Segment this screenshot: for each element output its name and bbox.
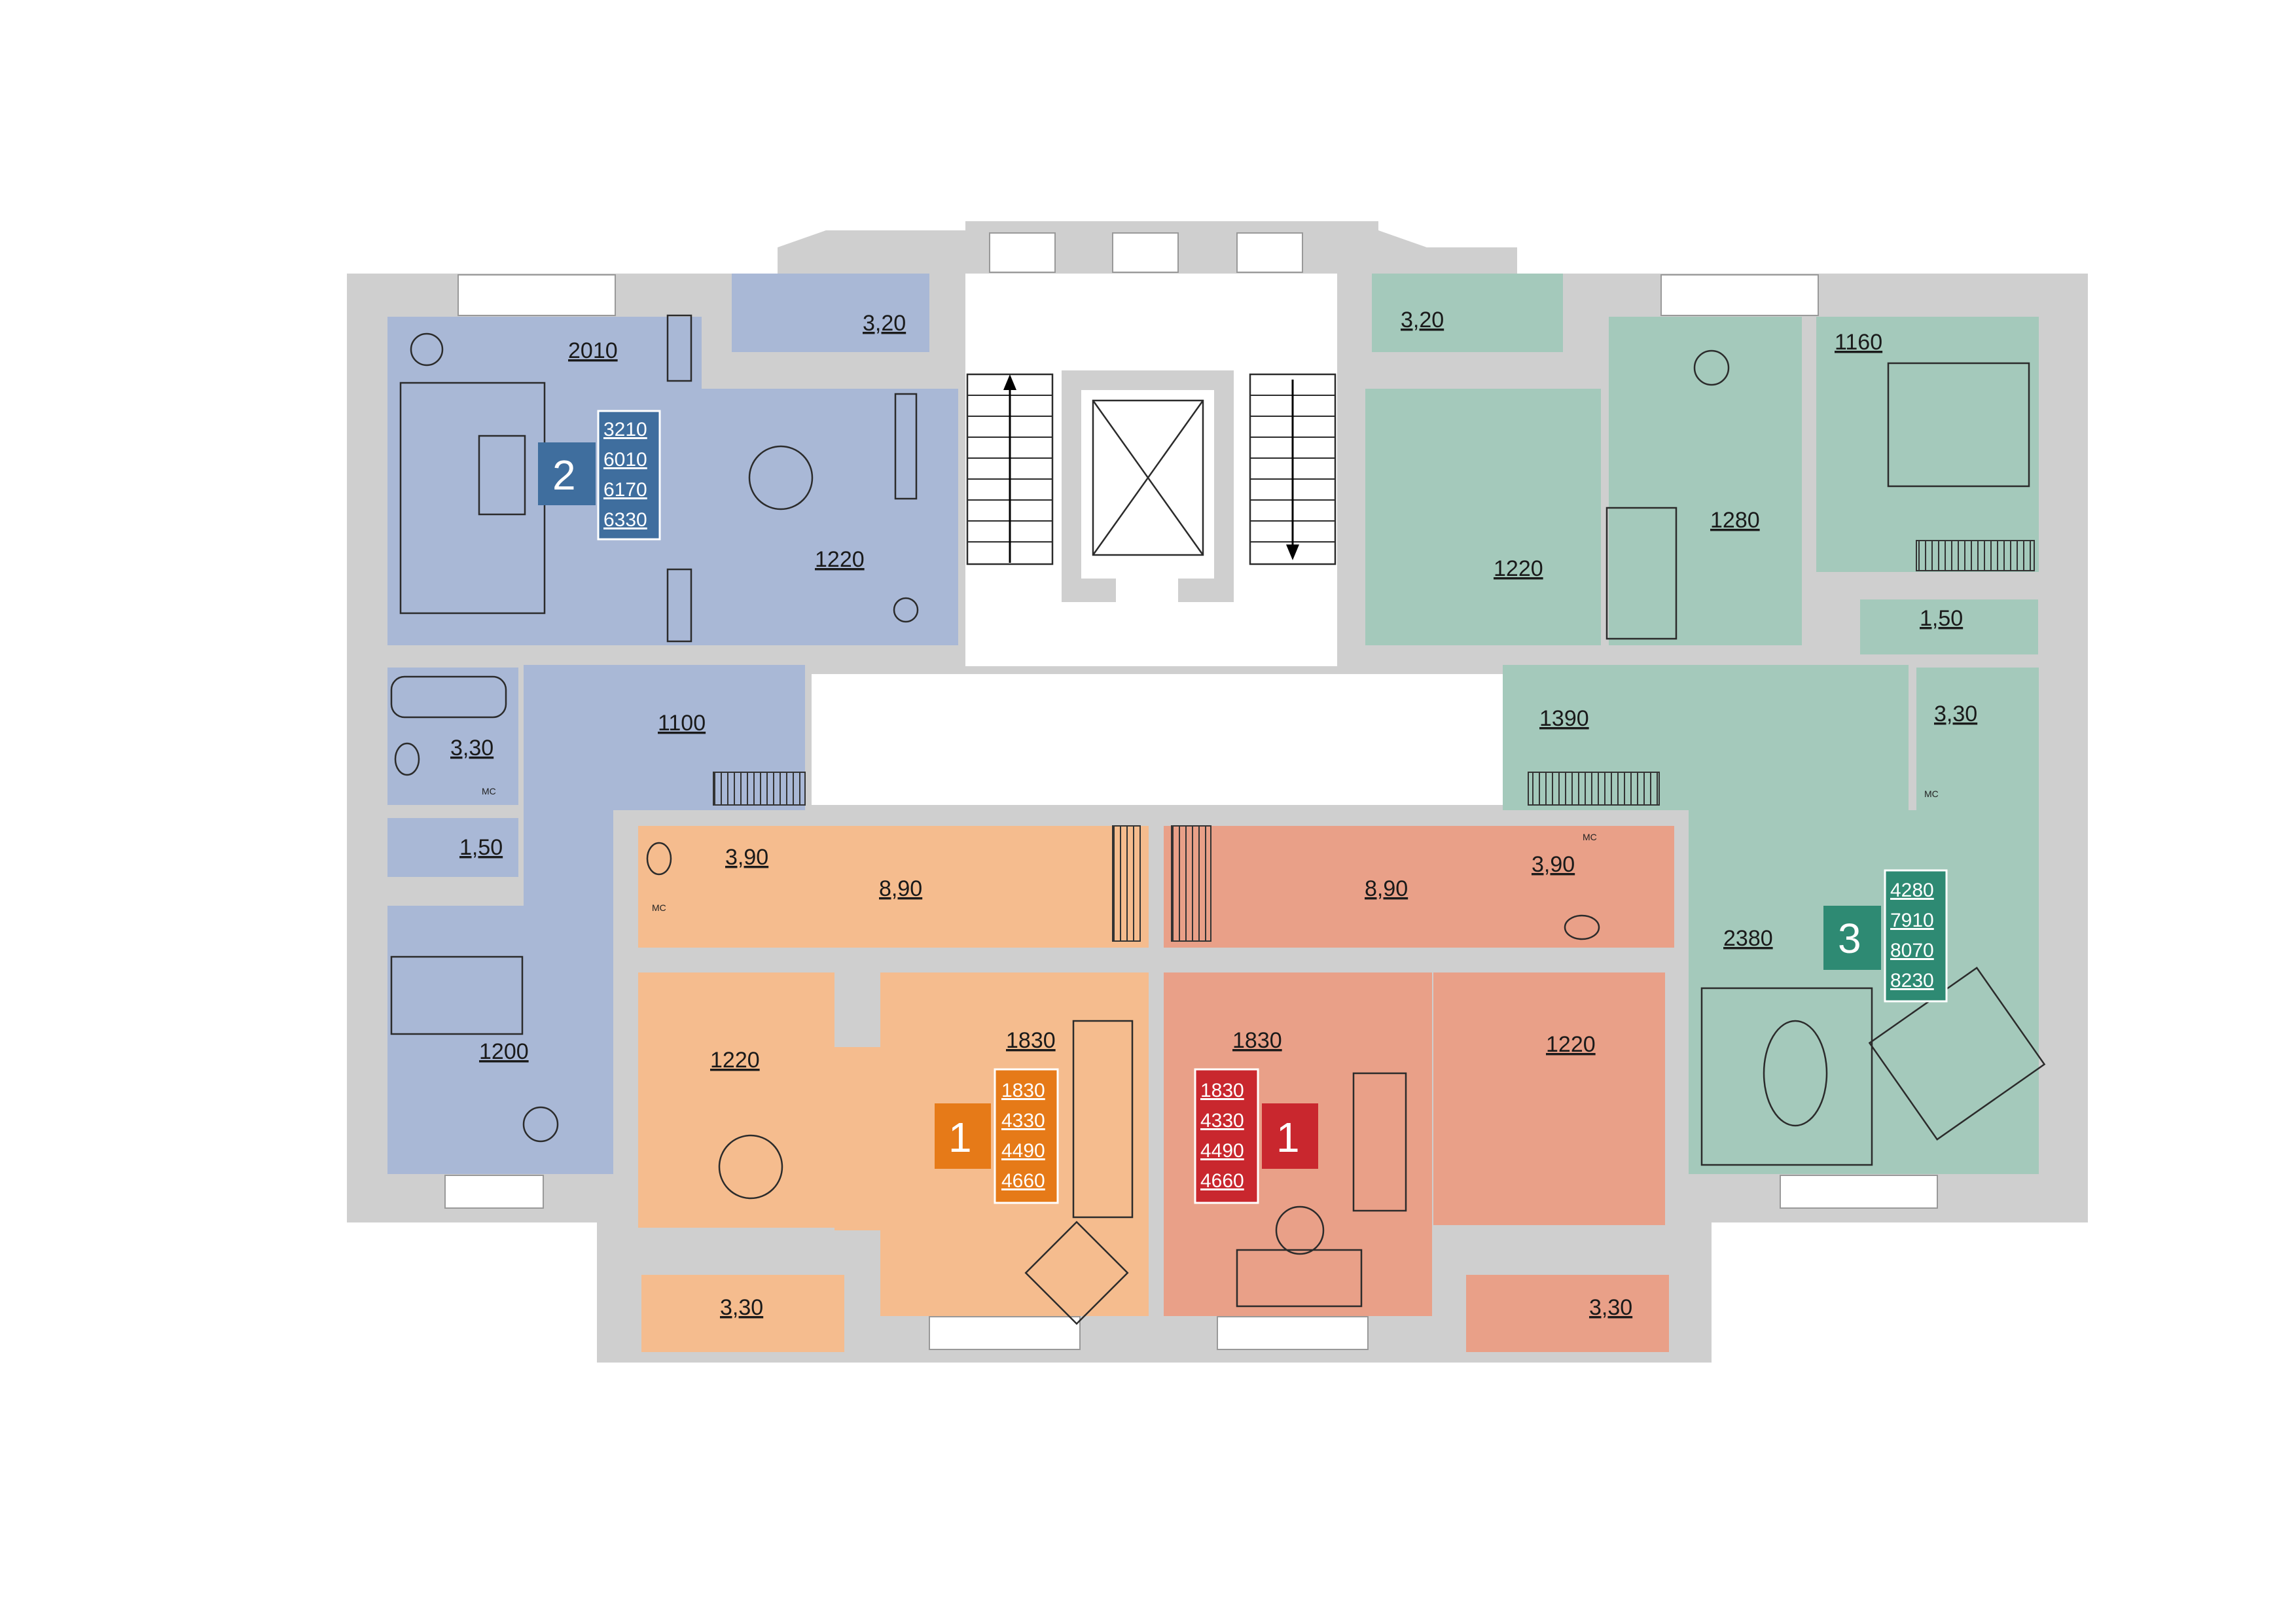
badge-stat: 1830 xyxy=(1200,1080,1244,1101)
area-a1l-balcony: 3,30 xyxy=(720,1295,763,1320)
badge-rooms: 3 xyxy=(1838,915,1861,962)
badge-stat: 1830 xyxy=(1001,1080,1045,1101)
badge-stat: 4280 xyxy=(1890,880,1934,901)
badge-stat: 4490 xyxy=(1200,1140,1244,1162)
area-a1l-bath: 3,90 xyxy=(725,845,768,870)
area-a3-bedroom: 1160 xyxy=(1835,330,1882,355)
badge-stat: 6010 xyxy=(603,449,647,471)
wc-tag: МС xyxy=(482,786,496,796)
elevator xyxy=(1062,370,1234,602)
area-a1r-balcony: 3,30 xyxy=(1589,1295,1632,1320)
area-a3-wc: 1,50 xyxy=(1920,606,1963,631)
badge-rooms: 1 xyxy=(948,1114,972,1161)
area-a3-room: 1280 xyxy=(1710,508,1760,533)
wc-tag: МС xyxy=(1924,789,1939,799)
furniture: МС МС МС МС xyxy=(390,314,2046,1325)
area-a1r-hall: 8,90 xyxy=(1365,876,1408,901)
area-a1r-bath: 3,90 xyxy=(1532,852,1575,877)
windows xyxy=(444,232,1938,1350)
wc-tag: МС xyxy=(1583,832,1597,842)
area-a1l-room: 1830 xyxy=(1006,1028,1056,1053)
badge-apartment-3: 3 4280 7910 8070 8230 xyxy=(1823,869,1948,1003)
badge-stat: 7910 xyxy=(1890,910,1934,931)
area-a3-balcony: 3,20 xyxy=(1401,308,1444,332)
badge-stat: 4660 xyxy=(1001,1170,1045,1192)
area-a2-wc: 1,50 xyxy=(459,835,503,860)
badge-apartment-1-right: 1830 4330 4490 4660 1 xyxy=(1194,1068,1318,1204)
area-a3-hall: 1390 xyxy=(1539,706,1589,731)
badge-stat: 4330 xyxy=(1200,1110,1244,1132)
area-a2-bath: 3,30 xyxy=(450,736,493,760)
area-a1l-kitchen: 1220 xyxy=(710,1048,760,1073)
badge-stat: 4490 xyxy=(1001,1140,1045,1162)
badge-stat: 8070 xyxy=(1890,940,1934,961)
stairwell xyxy=(966,373,1336,565)
area-a2-living: 2010 xyxy=(568,338,618,363)
badge-stat: 8230 xyxy=(1890,970,1934,991)
badge-rooms: 1 xyxy=(1276,1114,1300,1161)
area-a3-bath: 3,30 xyxy=(1934,702,1977,726)
badge-apartment-1-left: 1 1830 4330 4490 4660 xyxy=(935,1068,1059,1204)
apartment-1-right[interactable] xyxy=(1164,826,1674,1352)
area-a2-bedroom: 1200 xyxy=(479,1039,529,1064)
badge-stat: 6330 xyxy=(603,509,647,531)
badge-stat: 4330 xyxy=(1001,1110,1045,1132)
wc-tag: МС xyxy=(652,902,666,913)
area-a2-kitchen: 1220 xyxy=(815,547,865,572)
area-a1l-hall: 8,90 xyxy=(879,876,922,901)
area-a1r-room: 1830 xyxy=(1232,1028,1282,1053)
badge-rooms: 2 xyxy=(552,452,576,499)
area-a3-living: 2380 xyxy=(1723,926,1773,951)
room-area-labels: 2010 3,20 1220 1100 3,30 1,50 1200 3,20 … xyxy=(450,308,1977,1320)
badge-apartment-2: 2 3210 6010 6170 6330 xyxy=(538,410,661,541)
area-a1r-kitchen: 1220 xyxy=(1546,1032,1596,1057)
badge-stat: 3210 xyxy=(603,419,647,440)
badge-stat: 6170 xyxy=(603,479,647,501)
area-a2-balcony: 3,20 xyxy=(863,311,906,336)
area-a3-kitchen: 1220 xyxy=(1494,556,1543,581)
area-a2-hall: 1100 xyxy=(658,711,706,736)
badge-stat: 4660 xyxy=(1200,1170,1244,1192)
